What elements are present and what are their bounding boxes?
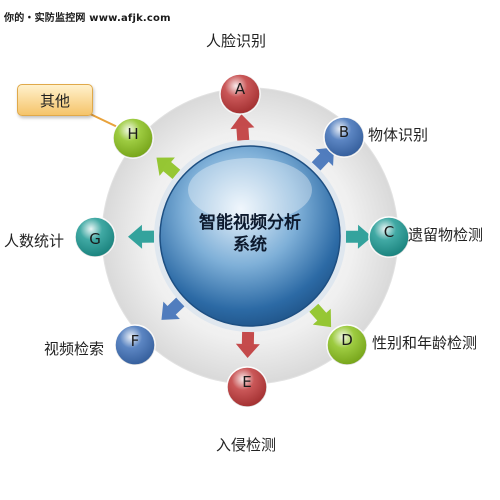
node-a-letter: A: [234, 80, 246, 98]
label-intrusion-detection: 入侵检测: [216, 436, 277, 454]
arrow-shape-b: [311, 147, 335, 171]
node-g-letter: G: [89, 230, 101, 248]
node-e-letter: E: [242, 373, 252, 391]
callout-box: [17, 84, 93, 116]
node-a-shine: [220, 74, 260, 114]
node-b-shine: [324, 117, 364, 157]
label-people-counting: 人数统计: [4, 232, 65, 250]
label-abandoned-object-detection: 遗留物检测: [408, 226, 484, 244]
center-title: 智能视频分析 系统: [170, 212, 330, 256]
center-title-line2: 系统: [233, 235, 267, 255]
node-f-shine: [115, 325, 155, 365]
arrow-to-d: [309, 303, 332, 328]
label-face-recognition: 人脸识别: [206, 32, 267, 50]
arrow-to-g: [128, 224, 155, 249]
node-c-letter: C: [383, 223, 395, 241]
node-h-letter: H: [127, 125, 139, 143]
arrow-to-e: [235, 331, 260, 358]
node-f-letter: F: [130, 332, 140, 350]
node-c-shine: [369, 217, 409, 257]
node-g-shine: [75, 217, 115, 257]
label-object-recognition: 物体识别: [368, 126, 429, 144]
arrow-to-b: [311, 147, 335, 171]
node-d-letter: D: [341, 331, 353, 349]
watermark: 你的・实防监控网 www.afjk.com: [4, 13, 171, 24]
arrow-to-h: [156, 157, 181, 179]
arrow-shape-h: [156, 157, 181, 179]
arrow-shape-d: [309, 303, 332, 328]
center-title-line1: 智能视频分析: [199, 213, 301, 233]
node-b-letter: B: [338, 123, 350, 141]
arrow-shape-c: [345, 224, 372, 249]
arrow-shape-e: [235, 331, 260, 358]
hub-highlight: [188, 158, 312, 222]
node-h-shine: [113, 118, 153, 158]
arrow-to-a: [230, 114, 255, 141]
arrow-to-c: [345, 224, 372, 249]
node-e-shine: [227, 367, 267, 407]
label-video-search: 视频检索: [44, 340, 105, 358]
arrow-shape-f: [161, 297, 185, 320]
label-gender-age-detection: 性别和年龄检测: [372, 334, 478, 352]
central-hub: [159, 145, 341, 327]
arrow-to-f: [161, 297, 185, 320]
arrow-shape-g: [128, 224, 155, 249]
arrow-shape-a: [230, 114, 255, 141]
callout-label: 其他: [39, 92, 70, 110]
node-d-shine: [327, 325, 367, 365]
